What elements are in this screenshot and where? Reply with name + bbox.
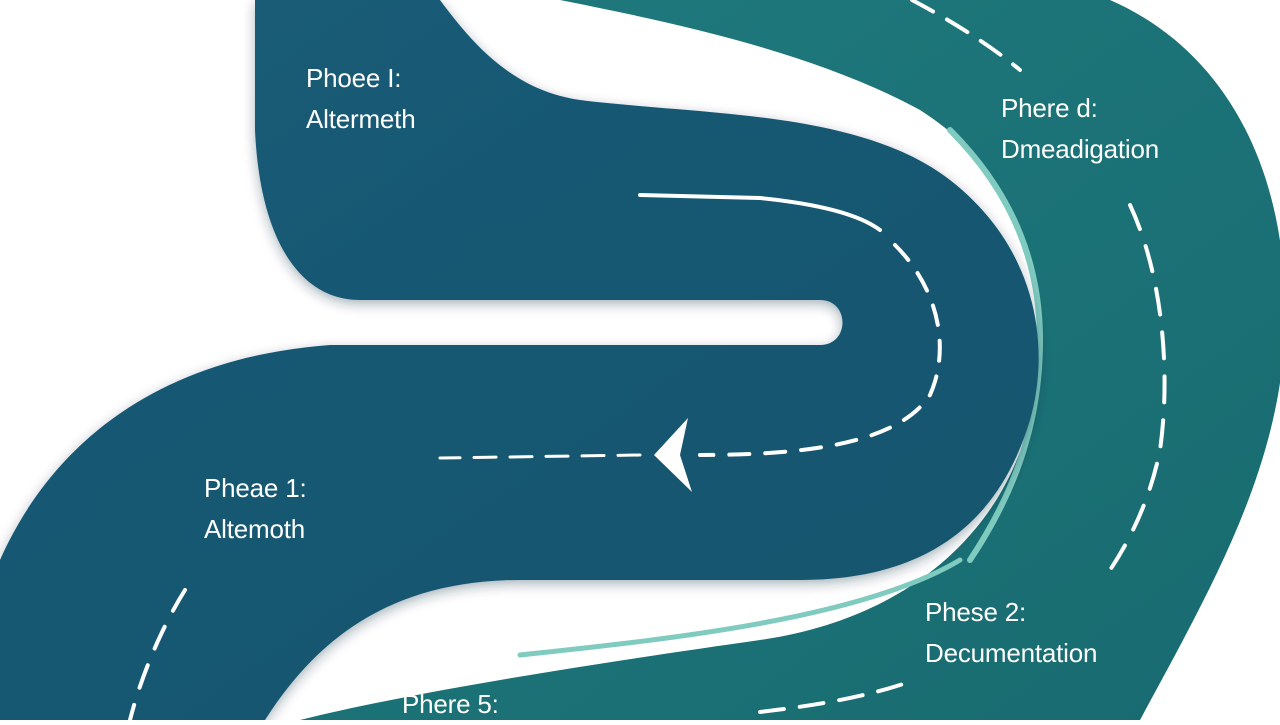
phase-subtitle: Altermeth xyxy=(306,104,416,134)
phase-title: Phere d: xyxy=(1001,93,1098,123)
road-centerline-solid xyxy=(638,193,882,232)
road-dash-teal-bottom xyxy=(758,678,917,714)
road-dash-dark-bottom-left xyxy=(128,588,187,720)
phase-subtitle: Decumentation xyxy=(925,638,1098,668)
phase-label-bottom: Phere 5: xyxy=(402,684,499,725)
phase-title: Phere 5: xyxy=(402,689,499,719)
road-edge-highlight xyxy=(947,127,1044,563)
phase-title: Phese 2: xyxy=(925,597,1027,627)
road-centerline-dashed-left xyxy=(438,453,642,460)
road-segment-teal xyxy=(300,0,1280,720)
road-dash-teal-right xyxy=(1108,203,1167,572)
road-edge-highlight-bottom xyxy=(517,557,963,658)
phase-label-right: Phere d: Dmeadigation xyxy=(1001,88,1159,170)
road-dash-teal-top xyxy=(910,0,1022,72)
phase-title: Phoee I: xyxy=(306,63,402,93)
phase-label-bottom-right: Phese 2: Decumentation xyxy=(925,592,1097,674)
phase-title: Pheae 1: xyxy=(204,473,307,503)
phase-label-left: Pheae 1: Altemoth xyxy=(204,468,307,550)
road-segment-dark xyxy=(0,0,1039,720)
road-centerline-dashed-curve xyxy=(698,243,942,457)
phase-subtitle: Altemoth xyxy=(204,514,306,544)
phase-label-top: Phoee I: Altermeth xyxy=(306,58,416,140)
phase-subtitle: Dmeadigation xyxy=(1001,134,1160,164)
chevron-left-icon xyxy=(654,418,692,492)
